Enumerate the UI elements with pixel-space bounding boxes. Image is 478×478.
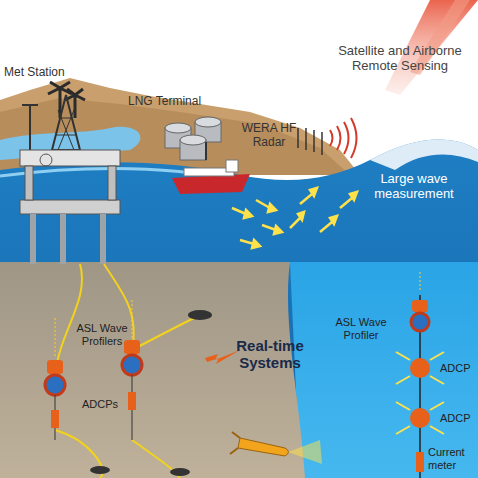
text-label: Satellite and Airborne Remote Sensing (325, 44, 475, 74)
palm-tree (48, 82, 72, 118)
wave-crest (370, 139, 478, 170)
cables (55, 264, 200, 478)
hf-radar (298, 128, 322, 155)
text-label: ASL Wave Profiler (320, 316, 402, 341)
hill-shadow (0, 98, 350, 175)
met-mast (22, 104, 38, 106)
coastal-hills (0, 78, 360, 175)
text-label: Met Station (4, 66, 94, 80)
junction-box (188, 310, 212, 320)
text-label: ADCP (440, 362, 478, 375)
lng-carrier (172, 142, 250, 194)
text-label: WERA HF Radar (238, 122, 300, 150)
text-label: LNG Terminal (128, 95, 238, 109)
junction-box (170, 468, 190, 476)
wave-arrows (232, 188, 357, 248)
text-label: ADCPs (70, 398, 130, 411)
junction-box (90, 466, 110, 474)
wave-profiler-mooring (122, 300, 142, 440)
text-label: ASL Wave Profilers (56, 322, 148, 347)
text-label: Real-time Systems (232, 337, 308, 372)
text-label: ADCP (440, 412, 478, 425)
oil-platform (20, 95, 120, 264)
radar-signal (330, 118, 357, 158)
callout-arrow (205, 350, 240, 364)
auv (230, 432, 322, 464)
met-mast (29, 105, 31, 150)
wave-profiler-mooring (45, 318, 65, 440)
text-label: Large wave measurement (368, 172, 460, 202)
text-label: Current meter (428, 446, 476, 471)
lng-tanks (165, 117, 221, 160)
sea (0, 139, 478, 478)
